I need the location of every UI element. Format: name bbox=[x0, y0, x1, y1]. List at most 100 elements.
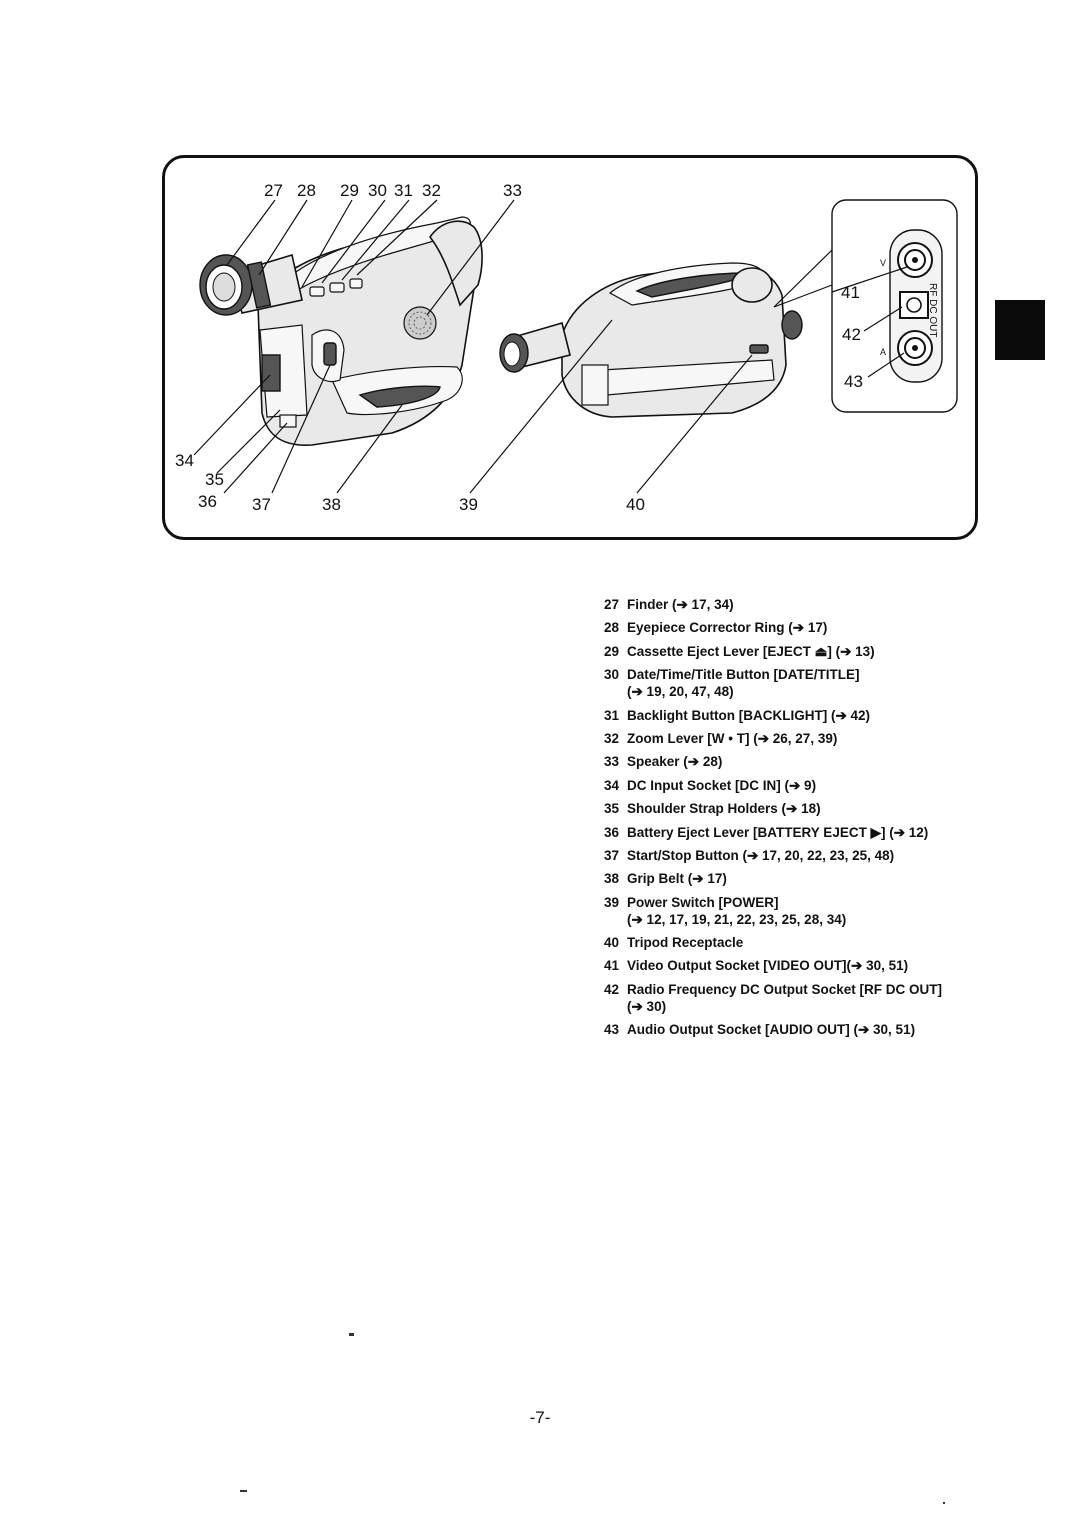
part-text: Start/Stop Button (➔ 17, 20, 22, 23, 25,… bbox=[627, 847, 895, 863]
callout-numbers: 27 28 29 30 31 32 33 34 35 36 37 38 39 4… bbox=[175, 181, 863, 514]
part-number: 42 bbox=[604, 981, 620, 997]
part-description: Shoulder Strap Holders (➔ 18) bbox=[627, 800, 1024, 817]
callout-40: 40 bbox=[626, 495, 645, 514]
camcorder-right-view bbox=[499, 262, 803, 418]
part-text: Backlight Button [BACKLIGHT] (➔ 42) bbox=[627, 707, 871, 723]
parts-list-item: 35 Shoulder Strap Holders (➔ 18) bbox=[604, 800, 1024, 817]
part-description: Cassette Eject Lever [EJECT ⏏] (➔ 13) bbox=[627, 643, 1024, 660]
part-description: Power Switch [POWER](➔ 12, 17, 19, 21, 2… bbox=[627, 894, 1024, 928]
callout-27: 27 bbox=[264, 181, 283, 200]
part-number: 30 bbox=[604, 667, 620, 683]
part-text-continued: (➔ 19, 20, 47, 48) bbox=[627, 684, 734, 700]
jack-panel: V A RF DC OUT bbox=[773, 199, 958, 413]
page-number: -7- bbox=[529, 1408, 551, 1427]
part-text: Grip Belt (➔ 17) bbox=[627, 871, 727, 887]
callout-43: 43 bbox=[844, 372, 863, 391]
part-number: 31 bbox=[604, 707, 620, 723]
callout-28: 28 bbox=[297, 181, 316, 200]
parts-list-item: 40 Tripod Receptacle bbox=[604, 934, 1024, 951]
parts-list-item: 43 Audio Output Socket [AUDIO OUT] (➔ 30,… bbox=[604, 1021, 1024, 1038]
part-text: Zoom Lever [W • T] (➔ 26, 27, 39) bbox=[627, 730, 838, 746]
part-text: Radio Frequency DC Output Socket [RF DC … bbox=[627, 981, 943, 997]
diagram-frame bbox=[162, 155, 978, 540]
part-description: Radio Frequency DC Output Socket [RF DC … bbox=[627, 981, 1024, 1015]
part-description: Video Output Socket [VIDEO OUT](➔ 30, 51… bbox=[627, 957, 1024, 974]
parts-list-item: 33 Speaker (➔ 28) bbox=[604, 753, 1024, 770]
part-description: Zoom Lever [W • T] (➔ 26, 27, 39) bbox=[627, 730, 1024, 747]
part-description: Speaker (➔ 28) bbox=[627, 753, 1024, 770]
part-number: 43 bbox=[604, 1022, 620, 1038]
part-number: 36 bbox=[604, 824, 620, 840]
part-number: 32 bbox=[604, 730, 620, 746]
speaker-grille bbox=[403, 306, 437, 340]
part-text-continued: (➔ 12, 17, 19, 21, 22, 23, 25, 28, 34) bbox=[627, 911, 847, 927]
jack-label-v: V bbox=[880, 258, 886, 268]
callout-38: 38 bbox=[322, 495, 341, 514]
camcorder-left-view bbox=[199, 216, 483, 446]
parts-list-item: 41 Video Output Socket [VIDEO OUT](➔ 30, … bbox=[604, 957, 1024, 974]
parts-list-item: 31 Backlight Button [BACKLIGHT] (➔ 42) bbox=[604, 707, 1024, 724]
part-number: 33 bbox=[604, 754, 620, 770]
parts-list-item: 38 Grip Belt (➔ 17) bbox=[604, 870, 1024, 887]
parts-list-item: 42 Radio Frequency DC Output Socket [RF D… bbox=[604, 981, 1024, 1015]
part-number: 41 bbox=[604, 958, 620, 974]
part-description: Start/Stop Button (➔ 17, 20, 22, 23, 25,… bbox=[627, 847, 1024, 864]
callout-39: 39 bbox=[459, 495, 478, 514]
parts-list-item: 32 Zoom Lever [W • T] (➔ 26, 27, 39) bbox=[604, 730, 1024, 747]
scan-speck bbox=[240, 1490, 247, 1492]
part-description: Battery Eject Lever [BATTERY EJECT ▶] (➔… bbox=[627, 824, 1024, 841]
parts-list: 27 Finder (➔ 17, 34) 28 Eyepiece Corrector … bbox=[604, 596, 1024, 1045]
part-description: Backlight Button [BACKLIGHT] (➔ 42) bbox=[627, 707, 1024, 724]
part-text: Speaker (➔ 28) bbox=[627, 754, 723, 770]
part-text: Eyepiece Corrector Ring (➔ 17) bbox=[627, 620, 828, 636]
callout-42: 42 bbox=[842, 325, 861, 344]
part-text: Video Output Socket [VIDEO OUT](➔ 30, 51… bbox=[627, 958, 909, 974]
part-number: 38 bbox=[604, 871, 620, 887]
scan-speck bbox=[349, 1333, 354, 1336]
leader-lines bbox=[193, 199, 908, 494]
camcorder-diagram: V A RF DC OUT 27 28 29 30 31 32 33 34 bbox=[175, 181, 958, 514]
callout-30: 30 bbox=[368, 181, 387, 200]
parts-list-item: 28 Eyepiece Corrector Ring (➔ 17) bbox=[604, 619, 1024, 636]
part-text: Battery Eject Lever [BATTERY EJECT ▶] (➔… bbox=[627, 824, 929, 840]
scan-speck bbox=[943, 1502, 945, 1504]
part-text: Cassette Eject Lever [EJECT ⏏] (➔ 13) bbox=[627, 643, 875, 659]
part-description: Date/Time/Title Button [DATE/TITLE](➔ 19… bbox=[627, 666, 1024, 700]
part-number: 29 bbox=[604, 643, 620, 659]
parts-list-item: 27 Finder (➔ 17, 34) bbox=[604, 596, 1024, 613]
callout-36: 36 bbox=[198, 492, 217, 511]
part-text: Audio Output Socket [AUDIO OUT] (➔ 30, 5… bbox=[627, 1022, 916, 1038]
callout-34: 34 bbox=[175, 451, 194, 470]
part-number: 35 bbox=[604, 801, 620, 817]
part-number: 39 bbox=[604, 894, 620, 910]
part-text: Tripod Receptacle bbox=[627, 935, 744, 951]
parts-list-item: 37 Start/Stop Button (➔ 17, 20, 22, 23, 2… bbox=[604, 847, 1024, 864]
jack-label-rf-dc-out: RF DC OUT bbox=[927, 283, 938, 337]
part-description: Audio Output Socket [AUDIO OUT] (➔ 30, 5… bbox=[627, 1021, 1024, 1038]
part-number: 28 bbox=[604, 620, 620, 636]
part-description: Finder (➔ 17, 34) bbox=[627, 596, 1024, 613]
callout-35: 35 bbox=[205, 470, 224, 489]
part-text: Date/Time/Title Button [DATE/TITLE] bbox=[627, 667, 860, 683]
part-number: 27 bbox=[604, 597, 620, 612]
part-text: Finder (➔ 17, 34) bbox=[627, 597, 734, 612]
part-text: Shoulder Strap Holders (➔ 18) bbox=[627, 801, 821, 817]
jack-label-a: A bbox=[880, 347, 886, 357]
parts-list-item: 29 Cassette Eject Lever [EJECT ⏏] (➔ 13) bbox=[604, 643, 1024, 660]
part-description: Eyepiece Corrector Ring (➔ 17) bbox=[627, 619, 1024, 636]
part-text: Power Switch [POWER] bbox=[627, 894, 779, 910]
section-index-tab bbox=[995, 300, 1045, 360]
parts-list-item: 34 DC Input Socket [DC IN] (➔ 9) bbox=[604, 777, 1024, 794]
part-description: Grip Belt (➔ 17) bbox=[627, 870, 1024, 887]
part-number: 34 bbox=[604, 777, 620, 793]
part-text-continued: (➔ 30) bbox=[627, 998, 667, 1014]
part-number: 40 bbox=[604, 935, 620, 951]
callout-33: 33 bbox=[503, 181, 522, 200]
parts-list-item: 39 Power Switch [POWER](➔ 12, 17, 19, 21,… bbox=[604, 894, 1024, 928]
part-text: DC Input Socket [DC IN] (➔ 9) bbox=[627, 777, 817, 793]
callout-41: 41 bbox=[841, 283, 860, 302]
part-description: DC Input Socket [DC IN] (➔ 9) bbox=[627, 777, 1024, 794]
part-number: 37 bbox=[604, 847, 620, 863]
callout-37: 37 bbox=[252, 495, 271, 514]
callout-32: 32 bbox=[422, 181, 441, 200]
